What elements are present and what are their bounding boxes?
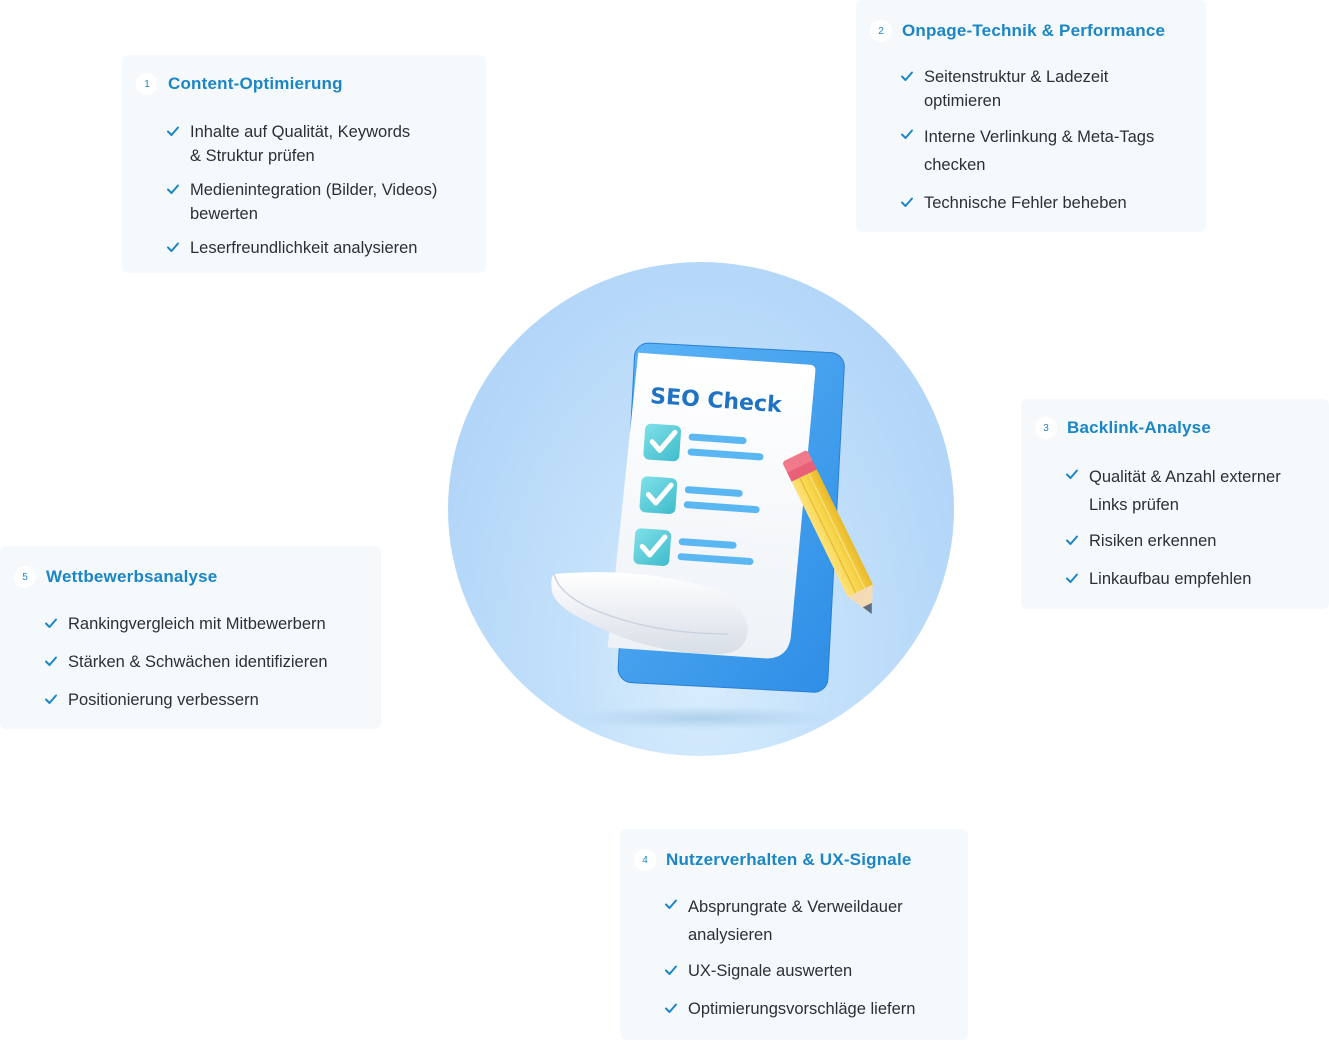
list-item-text: Technische Fehler beheben xyxy=(924,194,1127,212)
list-item-text: Medienintegration (Bilder, Videos)bewert… xyxy=(190,181,438,223)
checkmark-icon xyxy=(167,126,179,136)
step-title: Nutzerverhalten & UX-Signale xyxy=(666,850,912,869)
list-item-text: Rankingvergleich mit Mitbewerbern xyxy=(68,615,326,633)
pencil-icon xyxy=(783,450,873,615)
step-number: 4 xyxy=(634,849,656,871)
list-item: Inhalte auf Qualität, Keywords& Struktur… xyxy=(166,120,410,168)
checkmark-icon xyxy=(167,184,179,194)
list-item: Technische Fehler beheben xyxy=(900,191,1127,215)
checklist-row-1 xyxy=(643,423,764,462)
list-item-text: Leserfreundlichkeit analysieren xyxy=(190,239,418,257)
checkmark-icon xyxy=(665,1003,677,1013)
list-item-text: Linkaufbau empfehlen xyxy=(1089,570,1252,588)
checkmark-icon xyxy=(1066,535,1078,545)
list-item: Risiken erkennen xyxy=(1065,529,1217,553)
checkmark-icon xyxy=(45,656,57,666)
step-header: 2 Onpage-Technik & Performance xyxy=(870,20,1165,42)
list-item: Optimierungsvorschläge liefern xyxy=(664,997,915,1021)
step-title: Content-Optimierung xyxy=(168,74,343,93)
list-item-text: Stärken & Schwächen identifizieren xyxy=(68,653,328,671)
list-item: Positionierung verbessern xyxy=(44,688,259,712)
checkmark-icon xyxy=(45,694,57,704)
step-header: 3 Backlink-Analyse xyxy=(1035,417,1211,439)
list-item: Rankingvergleich mit Mitbewerbern xyxy=(44,612,326,636)
list-item: UX-Signale auswerten xyxy=(664,959,852,983)
checkmark-icon xyxy=(1066,573,1078,583)
list-item-text: Optimierungsvorschläge liefern xyxy=(688,1000,916,1018)
step-card-onpage-technik: 2 Onpage-Technik & Performance Seitenstr… xyxy=(856,0,1206,232)
checkmark-icon xyxy=(1066,469,1078,479)
checkmark-icon xyxy=(901,71,913,81)
list-item: Stärken & Schwächen identifizieren xyxy=(44,650,328,674)
checkmark-icon xyxy=(45,618,57,628)
step-number: 3 xyxy=(1035,417,1057,439)
list-item-text: Risiken erkennen xyxy=(1089,532,1217,550)
floor-shadow xyxy=(573,706,833,730)
step-header: 5 Wettbewerbsanalyse xyxy=(14,566,217,588)
list-item-text: UX-Signale auswerten xyxy=(688,962,853,980)
checkmark-icon xyxy=(665,965,677,975)
checklist-row-3 xyxy=(633,528,754,566)
list-item-text: Positionierung verbessern xyxy=(68,691,259,709)
list-item-text: Inhalte auf Qualität, Keywords& Struktur… xyxy=(190,123,411,165)
step-card-content-optimierung: 1 Content-Optimierung Inhalte auf Qualit… xyxy=(122,55,486,273)
checkmark-icon xyxy=(901,129,913,139)
step-title: Onpage-Technik & Performance xyxy=(902,21,1166,40)
checkmark-icon xyxy=(901,197,913,207)
step-title: Wettbewerbsanalyse xyxy=(46,567,218,586)
step-header: 1 Content-Optimierung xyxy=(136,73,343,95)
step-card-wettbewerbsanalyse: 5 Wettbewerbsanalyse Rankingvergleich mi… xyxy=(0,546,381,729)
list-item: Leserfreundlichkeit analysieren xyxy=(166,236,417,260)
checklist-row-2 xyxy=(639,476,760,515)
step-number: 2 xyxy=(870,20,892,42)
step-number: 5 xyxy=(14,566,36,588)
step-title: Backlink-Analyse xyxy=(1067,418,1211,437)
step-card-backlink-analyse: 3 Backlink-Analyse Qualität & Anzahl ext… xyxy=(1021,399,1329,609)
checkmark-icon xyxy=(665,899,677,909)
list-item: Linkaufbau empfehlen xyxy=(1065,567,1251,591)
checkmark-icon xyxy=(167,242,179,252)
step-number: 1 xyxy=(136,73,158,95)
step-card-nutzerverhalten: 4 Nutzerverhalten & UX-Signale Absprungr… xyxy=(620,829,968,1040)
step-header: 4 Nutzerverhalten & UX-Signale xyxy=(634,849,912,871)
clipboard-illustration: SEO Check xyxy=(551,342,873,730)
list-item: Medienintegration (Bilder, Videos)bewert… xyxy=(166,178,437,226)
seo-check-illustration: SEO Check xyxy=(448,262,954,756)
